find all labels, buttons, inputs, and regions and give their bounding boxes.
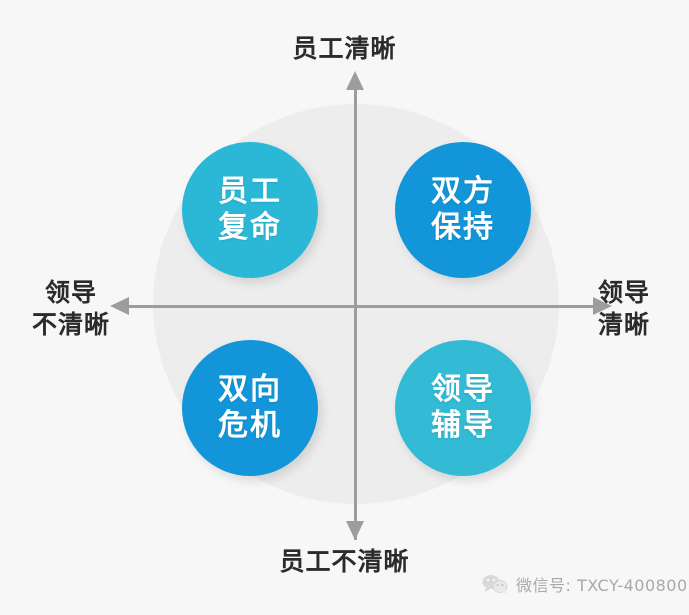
- arrow-up-icon: [346, 71, 364, 90]
- watermark-text: 微信号: TXCY-400800: [516, 576, 688, 595]
- quadrant-label-bottom-right: 领导 辅导: [431, 373, 495, 442]
- quadrant-circle-bottom-left[interactable]: 双向 危机: [182, 340, 318, 476]
- quadrant-circle-top-left[interactable]: 员工 复命: [182, 142, 318, 278]
- arrow-left-icon: [110, 297, 129, 315]
- arrow-right-icon: [593, 297, 612, 315]
- arrow-down-icon: [346, 521, 364, 540]
- axis-label-bottom: 员工不清晰: [279, 548, 410, 576]
- quadrant-label-top-right: 双方 保持: [431, 175, 495, 244]
- axis-label-top: 员工清晰: [292, 35, 397, 63]
- axis-label-left: 领导 不清晰: [31, 279, 110, 339]
- vertical-axis-line: [354, 86, 357, 540]
- horizontal-axis-line: [128, 305, 595, 308]
- axis-label-right: 领导 清晰: [598, 279, 651, 339]
- watermark: 微信号: TXCY-400800: [482, 572, 688, 596]
- quadrant-circle-bottom-right[interactable]: 领导 辅导: [395, 340, 531, 476]
- quadrant-label-bottom-left: 双向 危机: [218, 373, 282, 442]
- wechat-icon: [482, 575, 508, 594]
- quadrant-circle-top-right[interactable]: 双方 保持: [395, 142, 531, 278]
- quadrant-label-top-left: 员工 复命: [218, 175, 282, 244]
